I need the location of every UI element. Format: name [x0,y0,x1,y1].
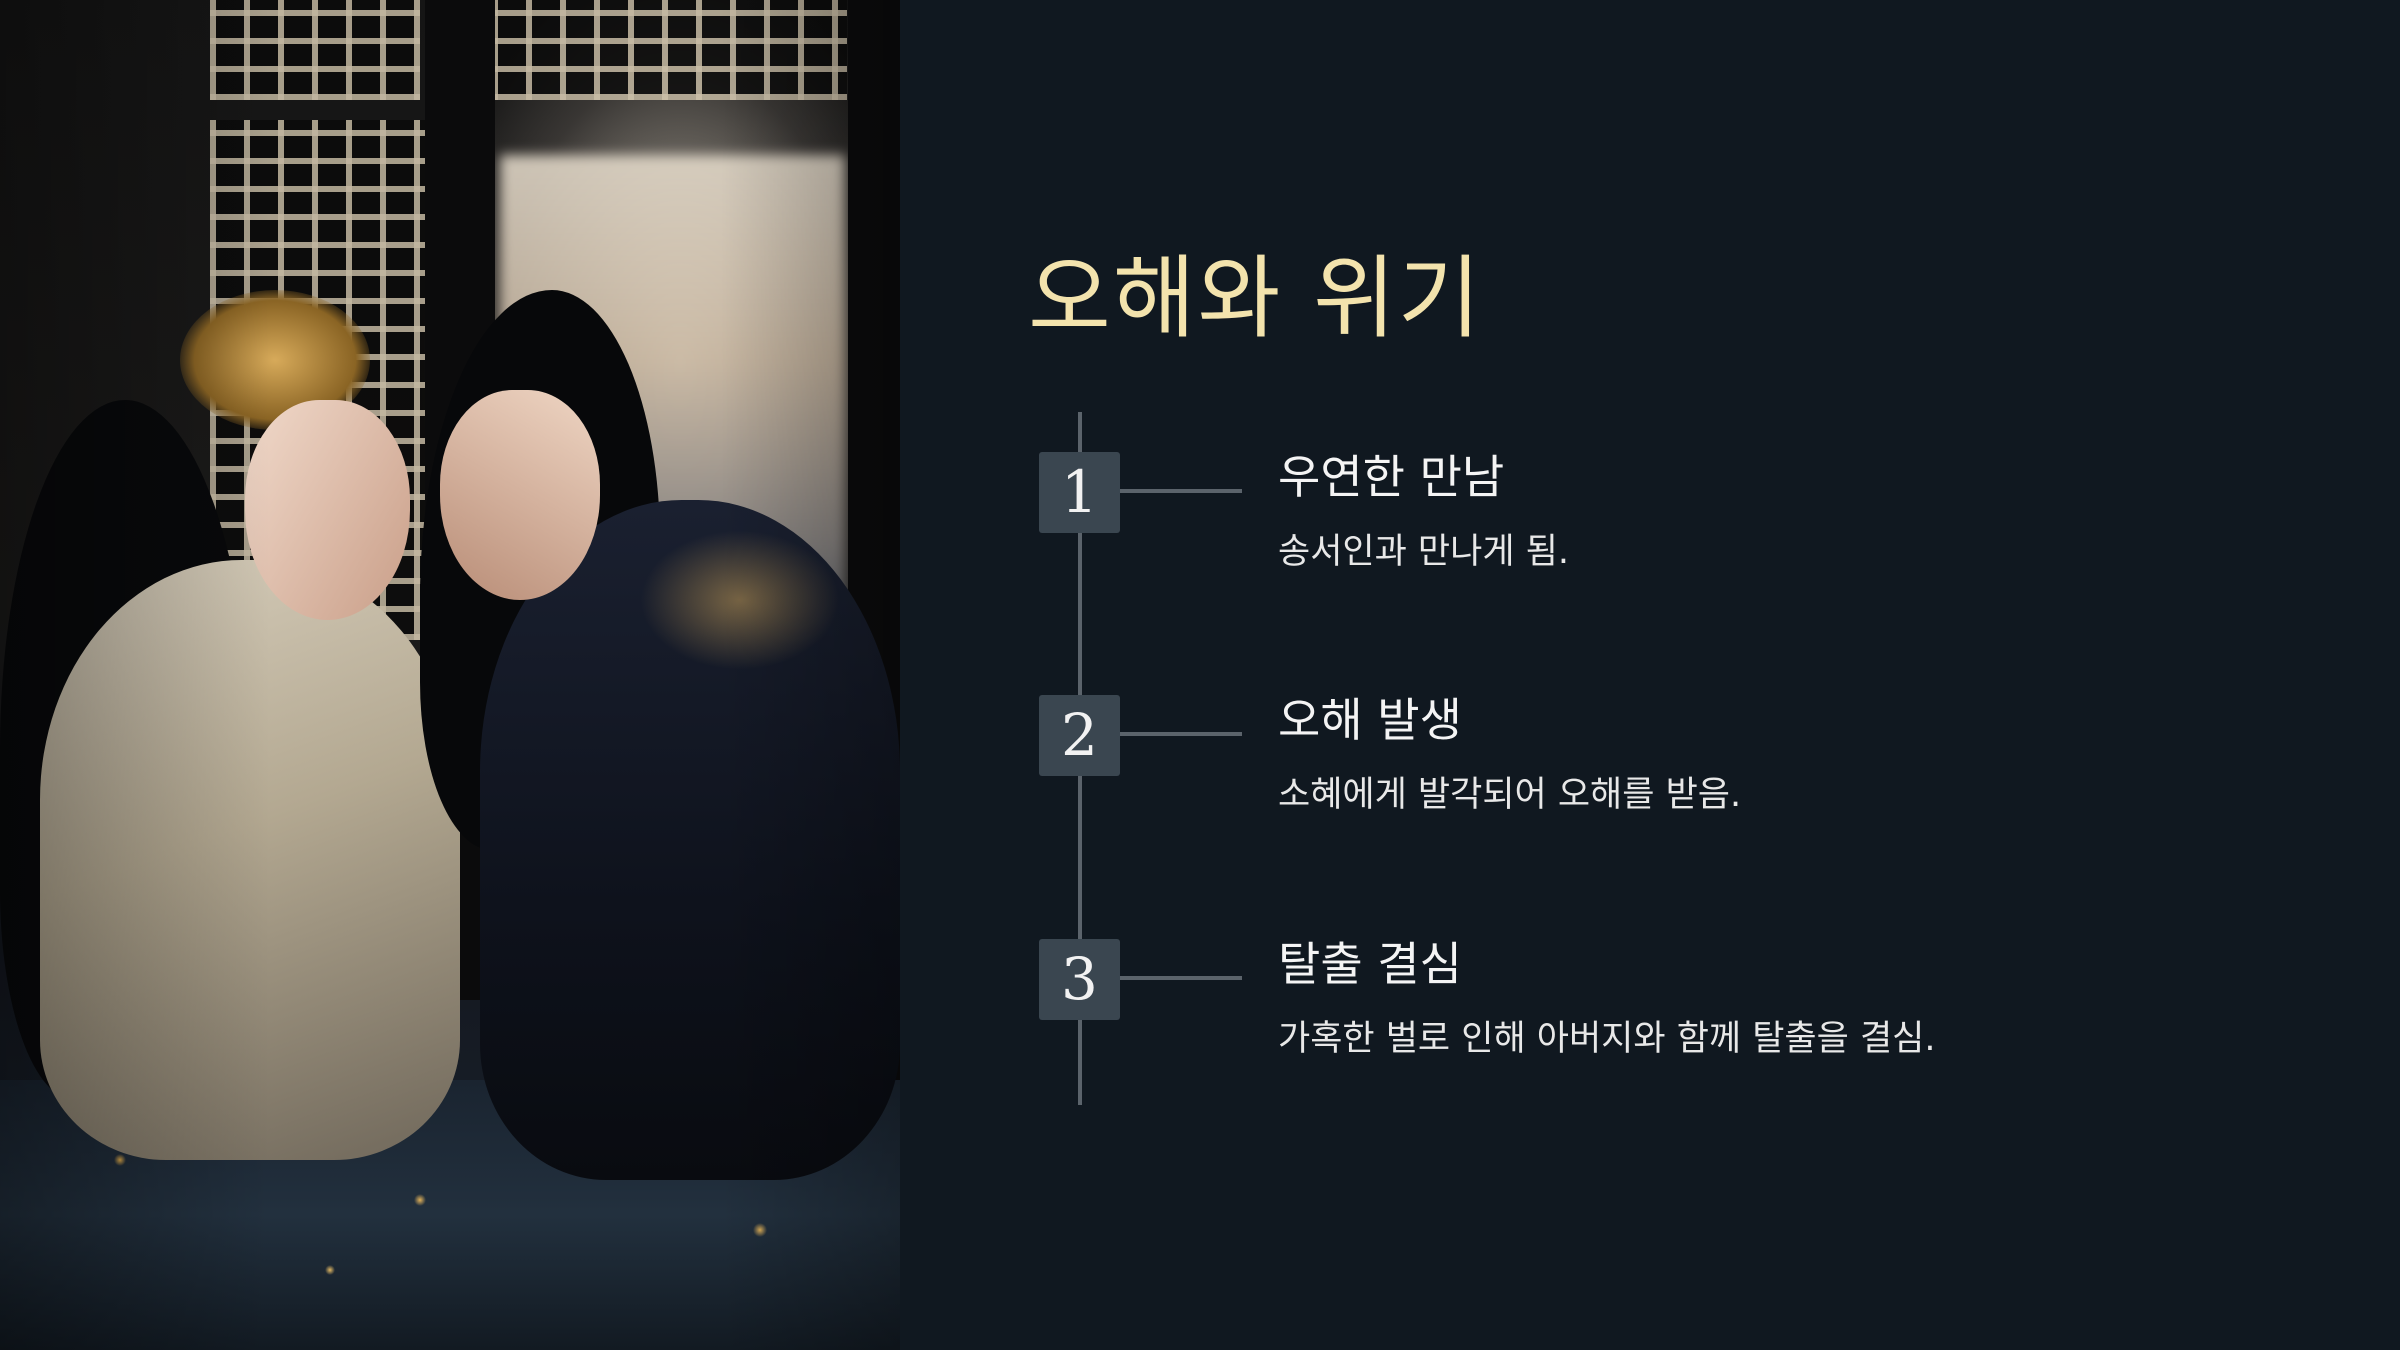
content-panel: 오해와 위기 1 우연한 만남 송서인과 만나게 됨. 2 오해 발생 소혜에게… [900,0,2400,1350]
photo-vignette [0,0,900,1350]
right-figure-embroidery [640,530,840,670]
left-figure-face [245,400,410,620]
illustration-photo [0,0,900,1350]
step-description: 송서인과 만나게 됨. [1278,532,1569,572]
right-figure-face [440,390,600,600]
step-connector [1120,732,1242,736]
left-figure-robe [40,560,460,1160]
step-title: 탈출 결심 [1278,937,1462,991]
window-lattice-top-right [492,0,847,100]
timeline-step: 2 오해 발생 소혜에게 발각되어 오해를 받음. [900,668,2400,868]
timeline-step: 3 탈출 결심 가혹한 벌로 인해 아버지와 함께 탈출을 결심. [900,912,2400,1112]
step-connector [1120,976,1242,980]
step-number-badge: 2 [1039,695,1120,776]
step-description: 소혜에게 발각되어 오해를 받음. [1278,775,1742,815]
step-description: 가혹한 벌로 인해 아버지와 함께 탈출을 결심. [1278,1019,1936,1059]
window-lattice-top-left [210,0,420,100]
timeline-step: 1 우연한 만남 송서인과 만나게 됨. [900,425,2400,625]
step-number-badge: 3 [1039,939,1120,1020]
step-number-badge: 1 [1039,452,1120,533]
step-title: 우연한 만남 [1278,450,1505,504]
slide-title: 오해와 위기 [1028,246,1483,351]
step-title: 오해 발생 [1278,693,1462,747]
step-connector [1120,489,1242,493]
